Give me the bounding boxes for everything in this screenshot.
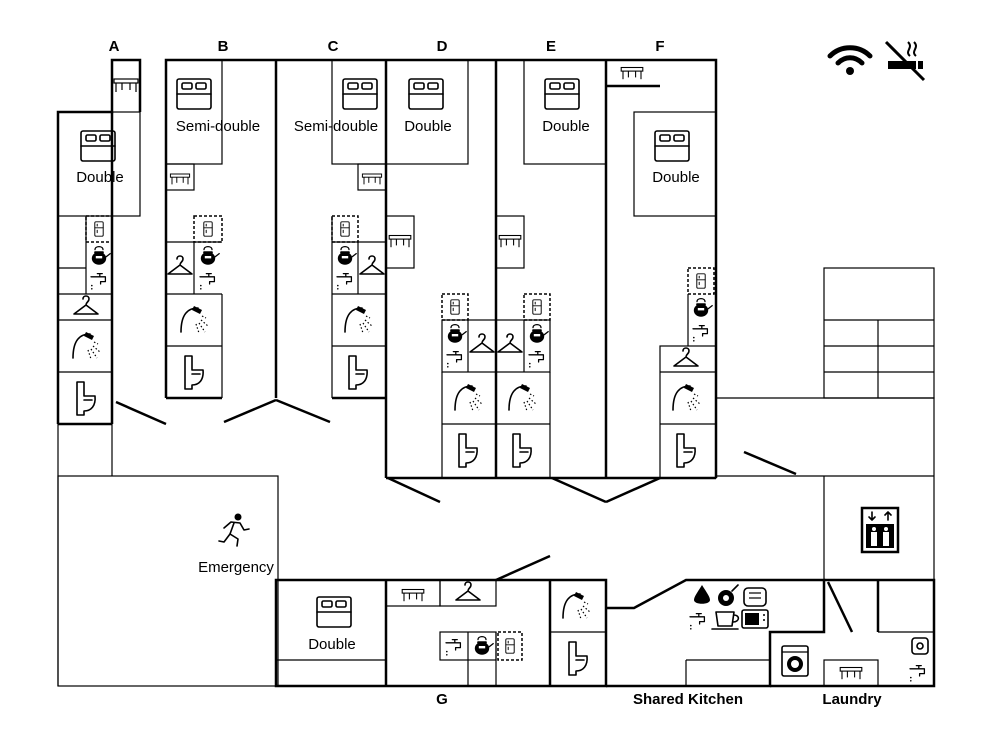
room-c: Semi-double	[294, 59, 387, 398]
room-g-letter: G	[436, 691, 448, 708]
laundry	[781, 637, 929, 683]
emergency-exit-icon	[218, 513, 250, 547]
toilet-paper-icon	[911, 637, 929, 655]
room-c-bed-type: Semi-double	[294, 118, 378, 135]
laundry-label: Laundry	[822, 691, 882, 708]
room-a-letter: A	[109, 38, 120, 55]
microwave-icon	[741, 609, 769, 629]
door-swings	[115, 398, 854, 633]
room-b-bed-type: Semi-double	[176, 118, 260, 135]
kitchen-label: Shared Kitchen	[633, 691, 743, 708]
wifi-icon	[827, 45, 873, 75]
room-c-letter: C	[328, 38, 339, 55]
room-b-letter: B	[218, 38, 229, 55]
room-a: Double	[57, 78, 141, 416]
room-f: Double	[620, 66, 717, 479]
room-f-letter: F	[655, 38, 664, 55]
shared-kitchen	[689, 584, 769, 631]
elevator-icon	[860, 506, 900, 554]
room-e-bed-type: Double	[542, 118, 590, 135]
frying-pan-icon	[718, 584, 739, 606]
room-d: Double	[385, 59, 497, 478]
room-f-bed-type: Double	[652, 169, 700, 186]
room-e-letter: E	[546, 38, 556, 55]
no-smoking-icon	[884, 40, 926, 82]
room-b: Semi-double	[165, 59, 260, 398]
corridor-lines	[57, 267, 935, 687]
water-drop-icon	[694, 585, 710, 604]
room-e: Double	[495, 59, 607, 478]
room-d-letter: D	[437, 38, 448, 55]
room-g-bed-type: Double	[308, 636, 356, 653]
cup-icon	[711, 611, 740, 630]
room-g: Double	[276, 579, 606, 686]
room-d-bed-type: Double	[404, 118, 452, 135]
room-a-bed-type: Double	[76, 169, 124, 186]
toaster-icon	[743, 587, 767, 607]
emergency-label: Emergency	[198, 559, 274, 576]
washing-machine-icon	[781, 645, 809, 677]
